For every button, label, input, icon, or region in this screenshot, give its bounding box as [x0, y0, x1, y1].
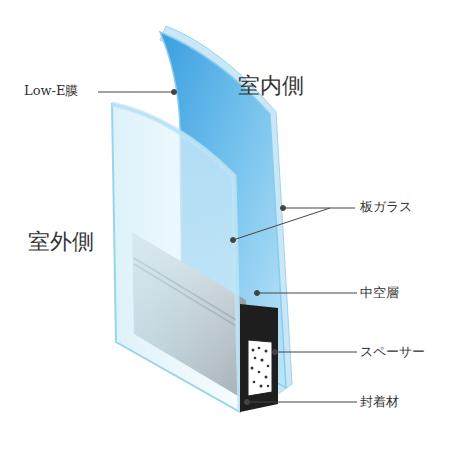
- part-label: 封着材: [360, 395, 399, 409]
- spacer-section: [248, 340, 272, 396]
- part-label: Low-E膜: [24, 84, 78, 98]
- part-label: 板ガラス: [360, 200, 412, 214]
- side-label: 室内側: [238, 74, 304, 98]
- part-label: 中空層: [360, 286, 399, 300]
- outdoor-glass: [112, 104, 240, 412]
- leader-lines: [98, 90, 357, 405]
- side-label: 室外側: [28, 230, 94, 254]
- desiccant: [251, 347, 270, 388]
- part-label: スペーサー: [360, 345, 425, 359]
- sealant-section: [240, 304, 278, 412]
- outdoor-glass-edge: [112, 104, 240, 412]
